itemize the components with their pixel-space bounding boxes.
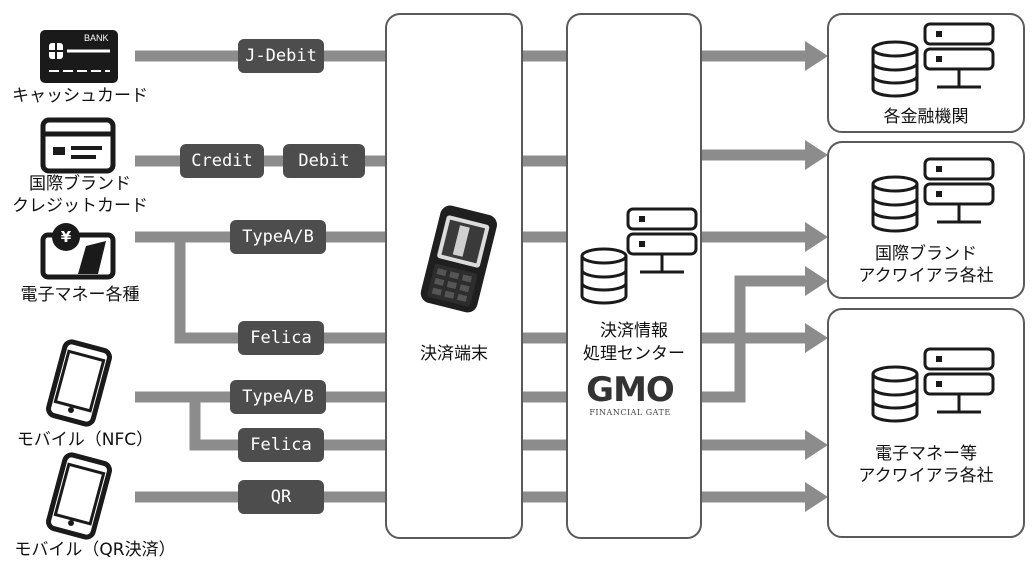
gmo-logo-subtext: FINANCIAL GATE [589, 408, 671, 417]
banks-server-icon [871, 22, 995, 98]
tag-credit: Credit [180, 144, 264, 178]
brand-server-icon [871, 157, 995, 233]
dest-brand-label-line1: 国際ブランド [875, 244, 977, 264]
source-label-credit-line2: クレジットカード [12, 196, 148, 216]
arrowhead [805, 266, 828, 296]
arrowheads [805, 41, 828, 512]
cash-card-icon [40, 30, 118, 83]
source-label-emoney: 電子マネー各種 [20, 285, 140, 305]
tag-qr: QR [238, 480, 324, 514]
arrowhead [805, 430, 828, 460]
tag-jdebit: J-Debit [238, 39, 324, 73]
tag-typeab-emoney: TypeA/B [230, 220, 326, 254]
credit-card-icon [40, 117, 116, 174]
tag-felica-mobile: Felica [238, 428, 324, 462]
tag-debit: Debit [283, 144, 365, 178]
mobile-qr-icon [46, 452, 112, 540]
arrowhead [805, 222, 828, 252]
arrowhead [805, 482, 828, 512]
emoney-card-icon [40, 223, 116, 280]
arrowhead [805, 323, 828, 353]
source-label-mobile-nfc: モバイル（NFC） [16, 430, 154, 450]
center-label-line2: 処理センター [583, 344, 685, 364]
tag-felica-emoney: Felica [238, 321, 324, 355]
dest-banks-label: 各金融機関 [883, 107, 969, 127]
dest-brand-label-line2: アクワイアラ各社 [858, 266, 994, 286]
bank-text: BANK [84, 33, 109, 43]
yen-symbol: ¥ [60, 228, 72, 246]
terminal-label: 決済端末 [420, 344, 488, 364]
dest-emoney-label-line2: アクワイアラ各社 [858, 466, 994, 486]
gmo-logo: GMO FINANCIAL GATE [580, 372, 680, 418]
emoney-server-icon [871, 347, 995, 423]
dest-emoney-label-line1: 電子マネー等 [875, 444, 977, 464]
center-server-icon [580, 207, 698, 305]
line-to-brand-2 [701, 275, 808, 403]
source-label-credit-line1: 国際ブランド [29, 174, 131, 194]
mobile-nfc-icon [46, 339, 112, 427]
arrowhead [805, 41, 828, 71]
center-box [566, 13, 702, 539]
tag-typeab-mobile: TypeA/B [230, 380, 326, 414]
center-label-line1: 決済情報 [600, 321, 668, 341]
gmo-logo-text: GMO [586, 370, 675, 410]
payment-terminal-icon [420, 205, 497, 313]
source-label-cash-card: キャッシュカード [12, 86, 148, 106]
arrowhead [805, 140, 828, 170]
dest-emoney-box [827, 308, 1025, 538]
source-label-mobile-qr: モバイル（QR決済） [14, 540, 176, 560]
